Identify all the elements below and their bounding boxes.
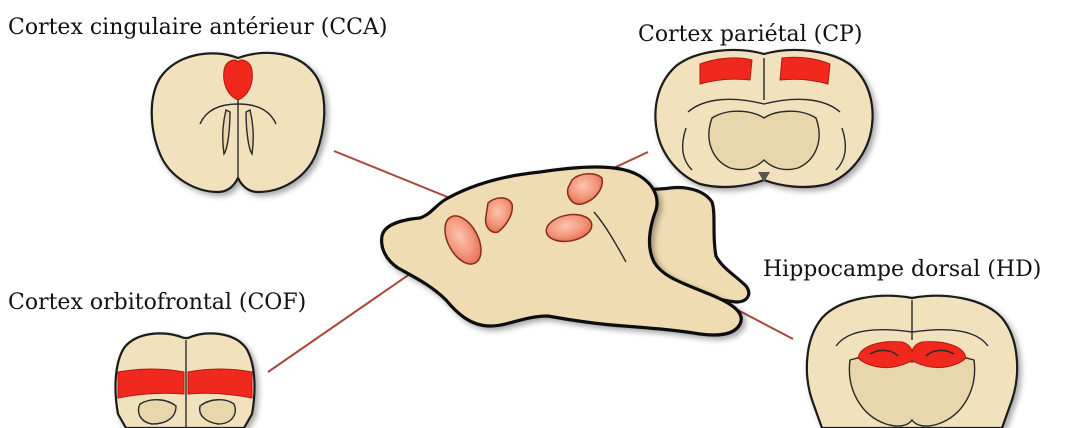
cof-highlight-left — [118, 369, 184, 398]
cof-highlight-right — [188, 369, 252, 398]
